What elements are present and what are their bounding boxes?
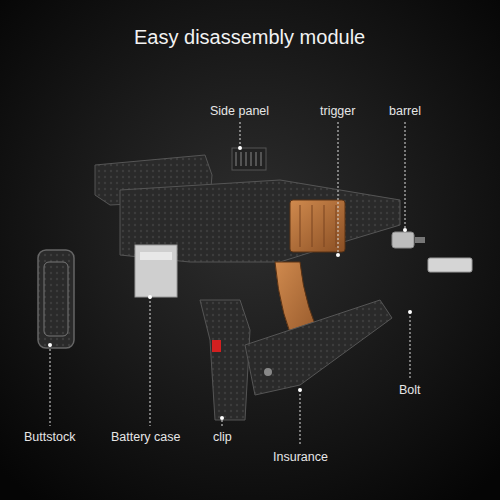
part-label: Insurance [273, 450, 328, 464]
part-label: clip [213, 430, 232, 444]
bolt-part [245, 300, 392, 395]
leader-dots [48, 146, 412, 420]
part-label: barrel [389, 104, 421, 118]
part-label: Bolt [399, 383, 421, 397]
leader-lines [50, 122, 410, 446]
part-label: Battery case [111, 430, 180, 444]
handguard-part [290, 200, 345, 252]
receiver-part [120, 180, 400, 297]
part-label: Side panel [210, 104, 269, 118]
part-label: trigger [320, 104, 355, 118]
part-label: Buttstock [24, 430, 75, 444]
side-panel-part [232, 148, 266, 170]
diagram-title: Easy disassembly module [134, 26, 365, 49]
grip-part [200, 300, 250, 420]
buttstock-part [38, 250, 74, 348]
barrel-part [392, 232, 472, 272]
